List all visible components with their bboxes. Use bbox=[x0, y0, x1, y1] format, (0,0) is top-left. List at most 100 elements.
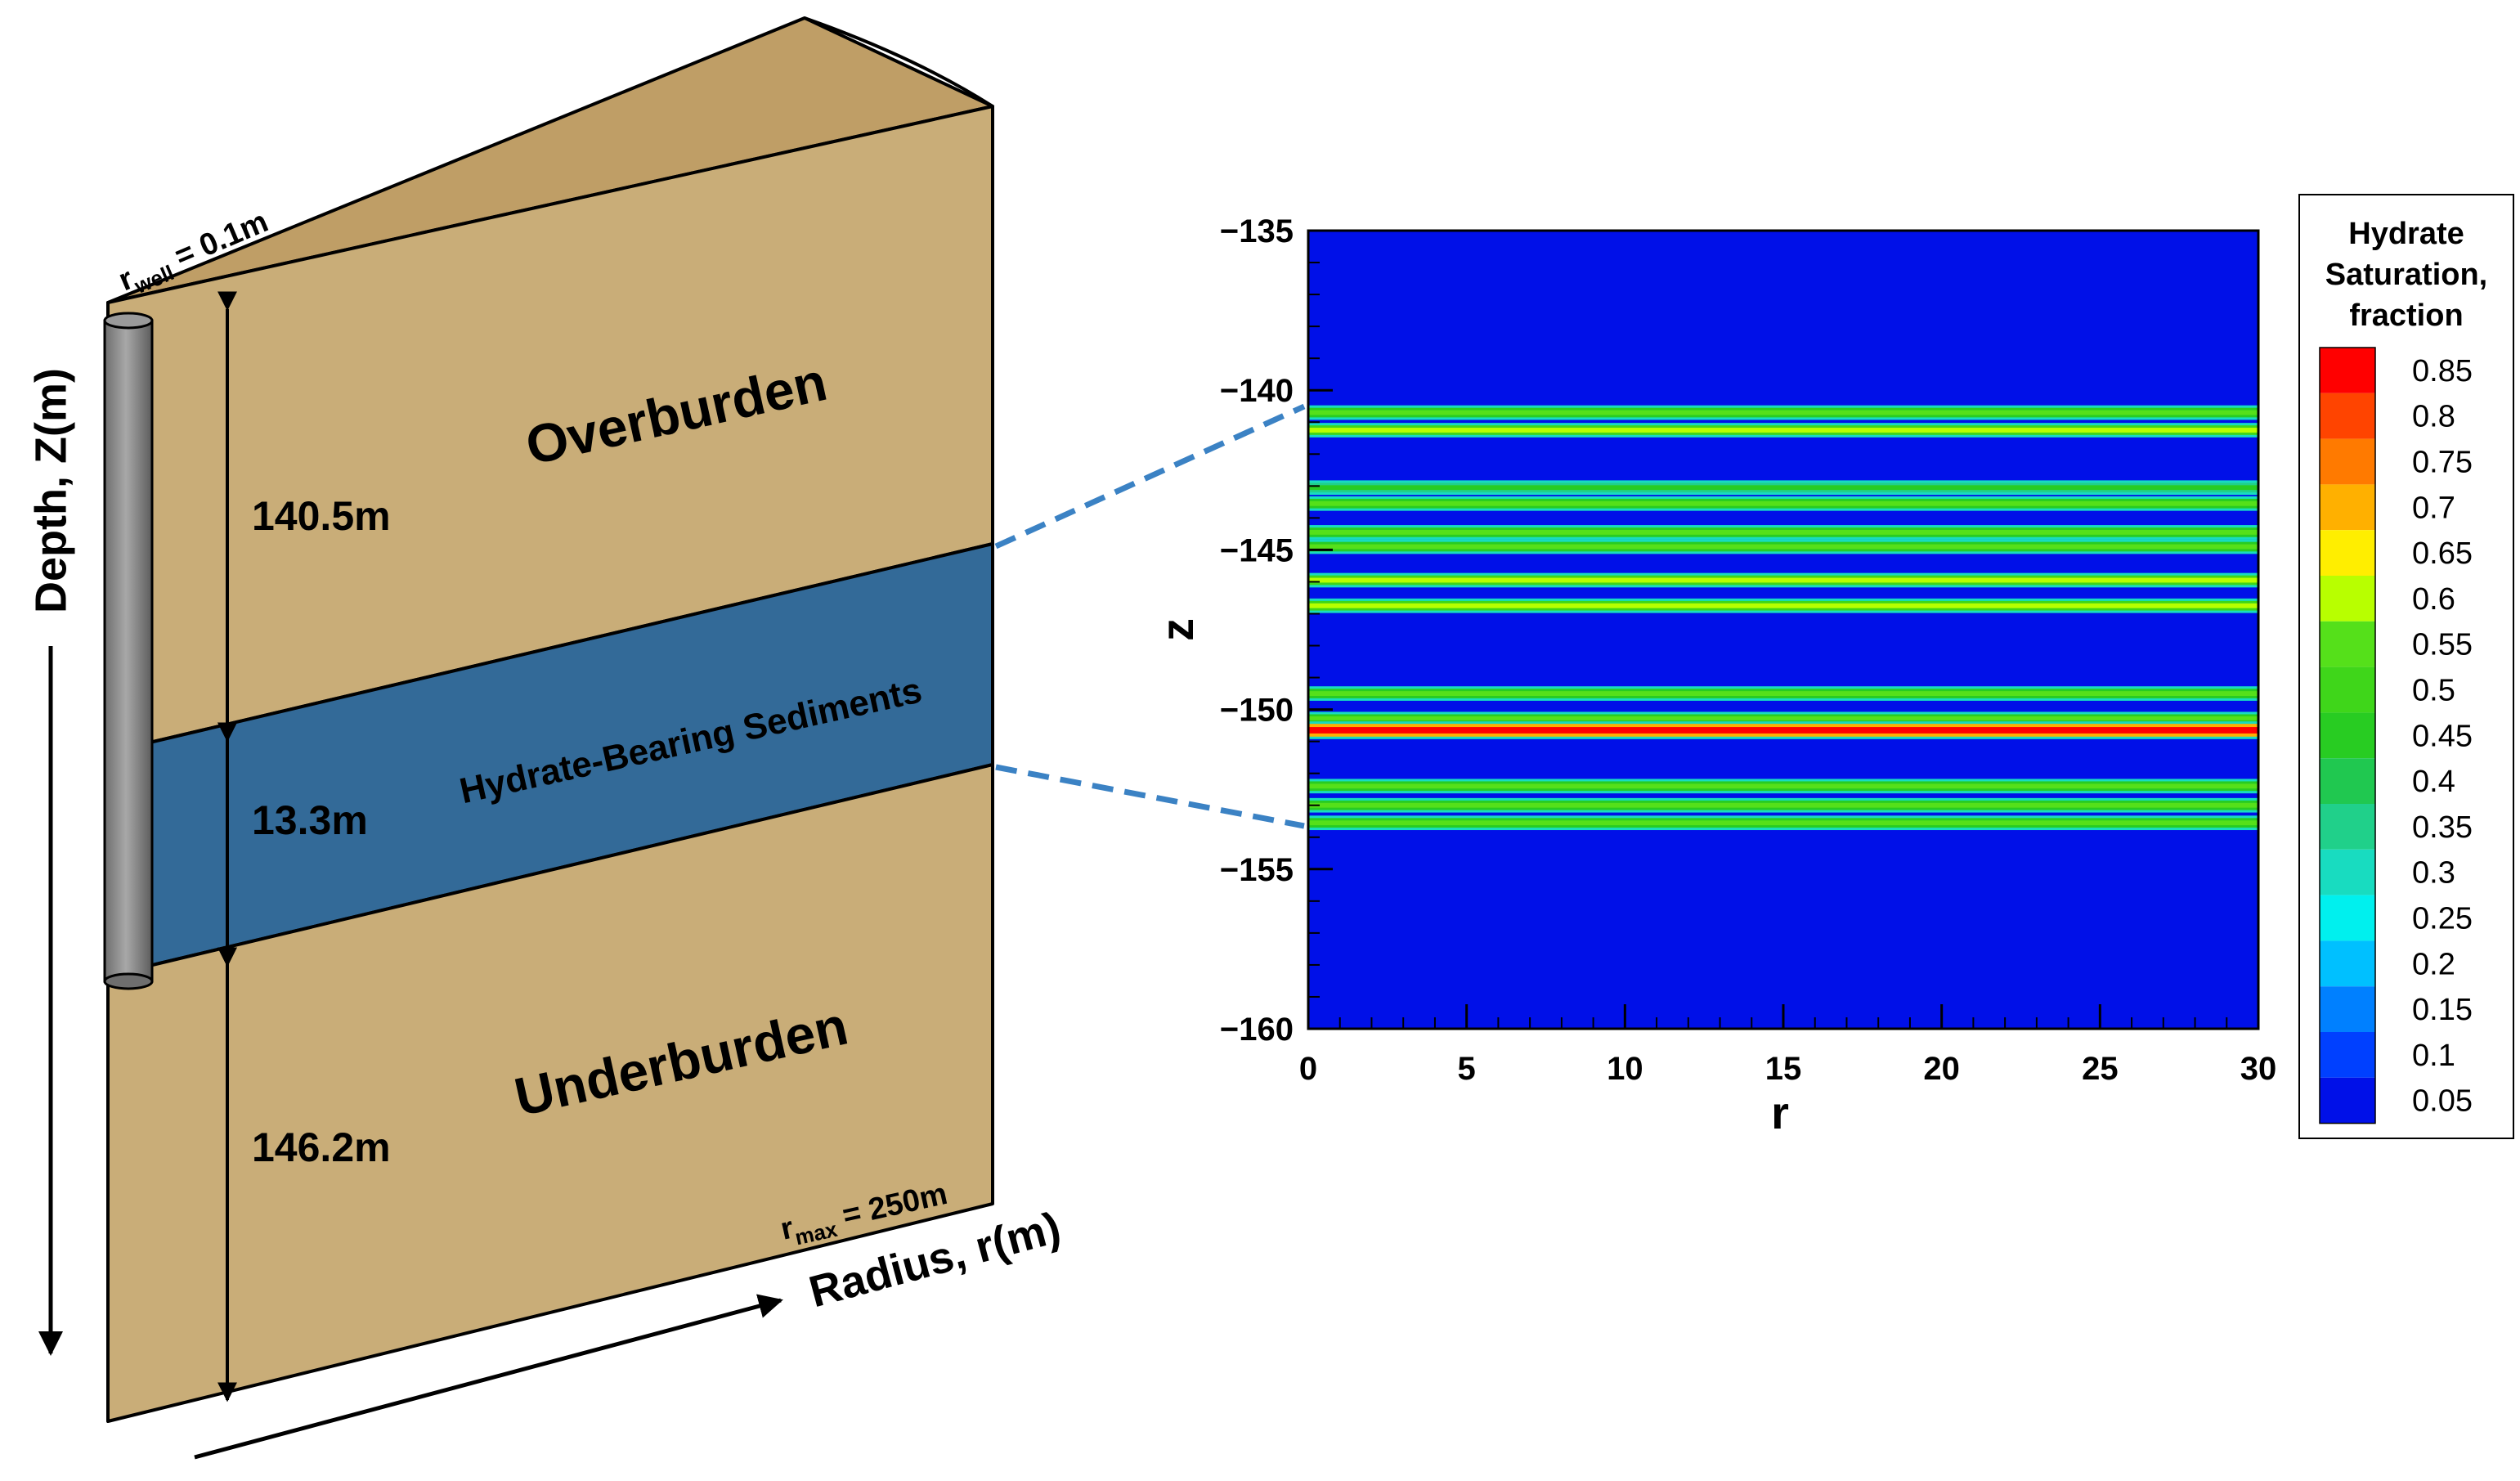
saturation-band bbox=[1308, 598, 2258, 613]
saturation-band bbox=[1308, 686, 2258, 701]
legend-item: 0.15 bbox=[2320, 986, 2473, 1032]
legend-item: 0.55 bbox=[2320, 621, 2473, 667]
legend-item: 0.5 bbox=[2320, 666, 2455, 713]
y-tick-label: −145 bbox=[1220, 532, 1294, 568]
x-tick-label: 10 bbox=[1607, 1051, 1643, 1087]
legend-label: 0.3 bbox=[2412, 856, 2455, 891]
x-axis-label: r bbox=[1771, 1087, 1789, 1138]
legend-swatch bbox=[2320, 438, 2375, 485]
legend-label: 0.35 bbox=[2412, 810, 2473, 845]
reservoir-diagram: 140.5m 13.3m 146.2m Overburden Hydrate-B… bbox=[26, 16, 1306, 1460]
legend-label: 0.45 bbox=[2412, 719, 2473, 753]
legend-swatch bbox=[2320, 804, 2375, 850]
legend-swatch bbox=[2320, 666, 2375, 713]
legend-swatch bbox=[2320, 576, 2375, 622]
x-tick-label: 20 bbox=[1923, 1051, 1960, 1087]
legend-label: 0.25 bbox=[2412, 902, 2473, 936]
depth-axis-label: Depth, Z(m) bbox=[26, 368, 75, 613]
connector-bottom bbox=[995, 764, 1305, 829]
saturation-band bbox=[1308, 815, 2258, 831]
legend-swatch bbox=[2320, 1032, 2375, 1078]
legend-item: 0.7 bbox=[2320, 484, 2455, 531]
overburden-dimension-label: 140.5m bbox=[252, 493, 391, 539]
legend-label: 0.05 bbox=[2412, 1084, 2473, 1119]
legend-swatch bbox=[2320, 1077, 2375, 1124]
hbs-dimension-label: 13.3m bbox=[252, 797, 368, 843]
axis-ticks bbox=[1307, 229, 2260, 1030]
legend-swatch bbox=[2320, 348, 2375, 393]
x-tick-labels: 0 5 10 15 20 25 30 bbox=[1299, 1051, 2276, 1087]
radius-axis-arrow bbox=[194, 1294, 783, 1460]
x-tick-label: 15 bbox=[1765, 1051, 1802, 1087]
legend-item: 0.4 bbox=[2320, 758, 2455, 804]
legend-item: 0.75 bbox=[2320, 438, 2473, 485]
legend-swatch bbox=[2320, 621, 2375, 667]
legend-item: 0.35 bbox=[2320, 804, 2473, 850]
legend-swatch bbox=[2320, 530, 2375, 576]
legend-item: 0.45 bbox=[2320, 712, 2473, 759]
well-bore bbox=[103, 312, 154, 990]
legend-swatch bbox=[2320, 986, 2375, 1032]
legend-item: 0.65 bbox=[2320, 530, 2473, 576]
connector-top bbox=[994, 403, 1306, 550]
saturation-band bbox=[1308, 572, 2258, 588]
legend-label: 0.4 bbox=[2412, 765, 2455, 799]
saturation-band bbox=[1308, 525, 2258, 540]
legend-title-line-1: Hydrate bbox=[2348, 217, 2464, 251]
legend-swatch bbox=[2320, 895, 2375, 941]
legend-item: 0.3 bbox=[2320, 849, 2455, 895]
legend-label: 0.75 bbox=[2412, 446, 2473, 480]
saturation-band bbox=[1308, 423, 2258, 438]
legend-label: 0.15 bbox=[2412, 993, 2473, 1027]
y-tick-label: −155 bbox=[1220, 852, 1294, 888]
y-tick-label: −140 bbox=[1220, 373, 1294, 409]
legend-title-line-2: Saturation, bbox=[2325, 258, 2487, 292]
saturation-legend: Hydrate Saturation, fraction 0.85 0.8 0.75… bbox=[2298, 194, 2514, 1139]
legend-item: 0.2 bbox=[2320, 940, 2455, 987]
legend-label: 0.1 bbox=[2412, 1039, 2455, 1073]
saturation-band bbox=[1308, 496, 2258, 511]
legend-item: 0.1 bbox=[2320, 1032, 2455, 1078]
legend-item: 0.05 bbox=[2320, 1077, 2473, 1124]
y-tick-label: −150 bbox=[1220, 693, 1294, 729]
top-face-edge bbox=[804, 16, 994, 108]
x-tick-label: 0 bbox=[1299, 1051, 1317, 1087]
plot-background bbox=[1308, 231, 2258, 1029]
y-axis-label: z bbox=[1151, 618, 1203, 641]
legend-items: 0.85 0.8 0.75 0.7 0.65 0.6 0.55 0.5 0.45 0.4 0.35 0… bbox=[2319, 347, 2473, 1124]
legend-swatch bbox=[2320, 940, 2375, 987]
y-tick-label: −135 bbox=[1220, 213, 1294, 249]
saturation-band bbox=[1308, 405, 2258, 420]
x-tick-label: 25 bbox=[2082, 1051, 2119, 1087]
legend-label: 0.5 bbox=[2412, 674, 2455, 708]
saturation-band bbox=[1308, 721, 2258, 739]
legend-swatch bbox=[2320, 712, 2375, 759]
legend-label: 0.6 bbox=[2412, 582, 2455, 617]
underburden-layer bbox=[106, 763, 994, 1423]
legend-label: 0.65 bbox=[2412, 536, 2473, 571]
saturation-band bbox=[1308, 480, 2258, 496]
legend-item: 0.8 bbox=[2320, 393, 2455, 439]
saturation-band bbox=[1308, 539, 2258, 554]
x-tick-label: 30 bbox=[2240, 1051, 2277, 1087]
legend-label: 0.7 bbox=[2412, 491, 2455, 525]
saturation-band bbox=[1308, 779, 2258, 794]
legend-swatch bbox=[2320, 758, 2375, 804]
legend-label: 0.55 bbox=[2412, 628, 2473, 662]
legend-swatch bbox=[2320, 849, 2375, 895]
y-tick-labels: −135 −140 −145 −150 −155 −160 bbox=[1220, 213, 1294, 1048]
legend-item: 0.6 bbox=[2320, 576, 2455, 622]
underburden-dimension-label: 146.2m bbox=[252, 1124, 391, 1170]
saturation-band bbox=[1308, 797, 2258, 813]
legend-label: 0.85 bbox=[2412, 354, 2473, 388]
legend-label: 0.8 bbox=[2412, 400, 2455, 434]
legend-swatch bbox=[2320, 484, 2375, 531]
legend-item: 0.85 bbox=[2320, 348, 2473, 393]
plot-area bbox=[1307, 229, 2260, 1030]
legend-title-line-3: fraction bbox=[2349, 298, 2463, 333]
x-tick-label: 5 bbox=[1458, 1051, 1476, 1087]
y-tick-label: −160 bbox=[1220, 1012, 1294, 1048]
legend-swatch bbox=[2320, 393, 2375, 439]
